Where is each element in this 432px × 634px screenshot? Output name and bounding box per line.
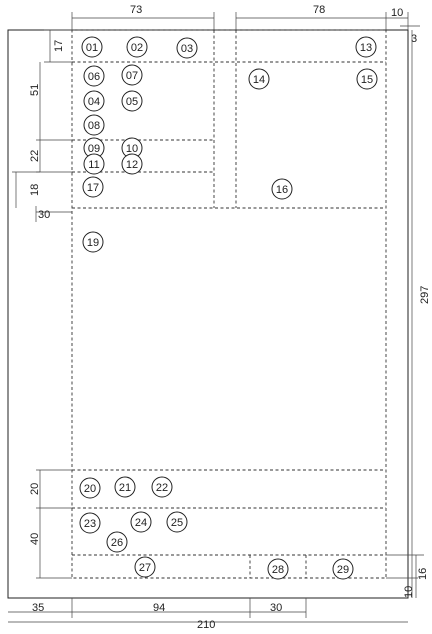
marker-label: 19	[87, 237, 99, 249]
marker-label: 11	[88, 159, 99, 171]
marker-label: 27	[139, 562, 151, 574]
marker-07: 07	[121, 64, 143, 86]
marker-label: 13	[360, 42, 372, 54]
marker-19: 19	[82, 231, 104, 253]
marker-22: 22	[151, 476, 173, 498]
marker-08: 08	[83, 114, 105, 136]
marker-label: 10	[126, 143, 138, 155]
marker-label: 22	[156, 482, 168, 494]
dim-label-left-g: 40	[29, 533, 41, 545]
marker-05: 05	[121, 90, 143, 112]
marker-label: 20	[84, 483, 96, 495]
marker-label: 04	[88, 96, 100, 108]
marker-23: 23	[79, 512, 101, 534]
dim-label-left-a: 17	[53, 40, 65, 52]
marker-label: 29	[337, 564, 349, 576]
dim-label-left-d: 18	[29, 184, 41, 196]
marker-17: 17	[82, 176, 104, 198]
marker-04: 04	[83, 90, 105, 112]
marker-14: 14	[248, 68, 270, 90]
dim-label-bottom-b: 94	[153, 602, 165, 614]
marker-label: 28	[272, 564, 284, 576]
sheet-border	[7, 29, 409, 599]
marker-label: 07	[126, 70, 138, 82]
dim-label-bottom-c: 30	[270, 602, 282, 614]
marker-label: 06	[88, 71, 100, 83]
dim-label-left-e: 30	[38, 209, 50, 221]
dim-label-bottom-a: 35	[32, 602, 44, 614]
marker-label: 17	[87, 182, 99, 194]
marker-28: 28	[267, 558, 289, 580]
dim-label-top-d: 3	[411, 33, 417, 45]
marker-11: 11	[83, 153, 105, 175]
marker-12: 12	[121, 153, 143, 175]
dim-label-left-b: 51	[29, 84, 41, 96]
marker-09: 09	[83, 137, 105, 159]
marker-13: 13	[355, 36, 377, 58]
marker-label: 02	[131, 42, 143, 54]
dim-label-right-j: 10	[403, 586, 415, 598]
dim-label-top-b: 78	[313, 4, 325, 16]
marker-03: 03	[176, 37, 198, 59]
dim-label-bottom-d: 210	[197, 619, 215, 631]
marker-20: 20	[79, 477, 101, 499]
marker-label: 08	[88, 120, 100, 132]
marker-label: 25	[171, 517, 183, 529]
marker-label: 09	[88, 143, 100, 155]
marker-27: 27	[134, 556, 156, 578]
marker-label: 03	[181, 43, 193, 55]
marker-10: 10	[121, 137, 143, 159]
marker-label: 26	[111, 537, 123, 549]
dim-label-right-h: 297	[419, 286, 431, 304]
marker-24: 24	[130, 511, 152, 533]
marker-label: 15	[361, 74, 373, 86]
marker-label: 16	[276, 184, 288, 196]
marker-25: 25	[166, 511, 188, 533]
dim-label-top-a: 73	[130, 4, 142, 16]
marker-label: 23	[84, 518, 96, 530]
marker-29: 29	[332, 558, 354, 580]
marker-label: 01	[86, 42, 98, 54]
marker-21: 21	[114, 476, 136, 498]
marker-label: 12	[126, 159, 138, 171]
marker-label: 24	[135, 517, 147, 529]
dim-label-left-c: 22	[29, 150, 41, 162]
marker-label: 14	[253, 74, 265, 86]
dim-label-left-f: 20	[29, 483, 41, 495]
marker-01: 01	[81, 36, 103, 58]
marker-15: 15	[356, 68, 378, 90]
marker-06: 06	[83, 65, 105, 87]
marker-label: 05	[126, 96, 138, 108]
layout-frame	[71, 29, 387, 579]
marker-02: 02	[126, 36, 148, 58]
dim-label-top-c: 10	[391, 7, 403, 19]
marker-26: 26	[106, 531, 128, 553]
marker-16: 16	[271, 178, 293, 200]
dim-label-right-i: 16	[417, 568, 429, 580]
marker-label: 21	[119, 482, 131, 494]
